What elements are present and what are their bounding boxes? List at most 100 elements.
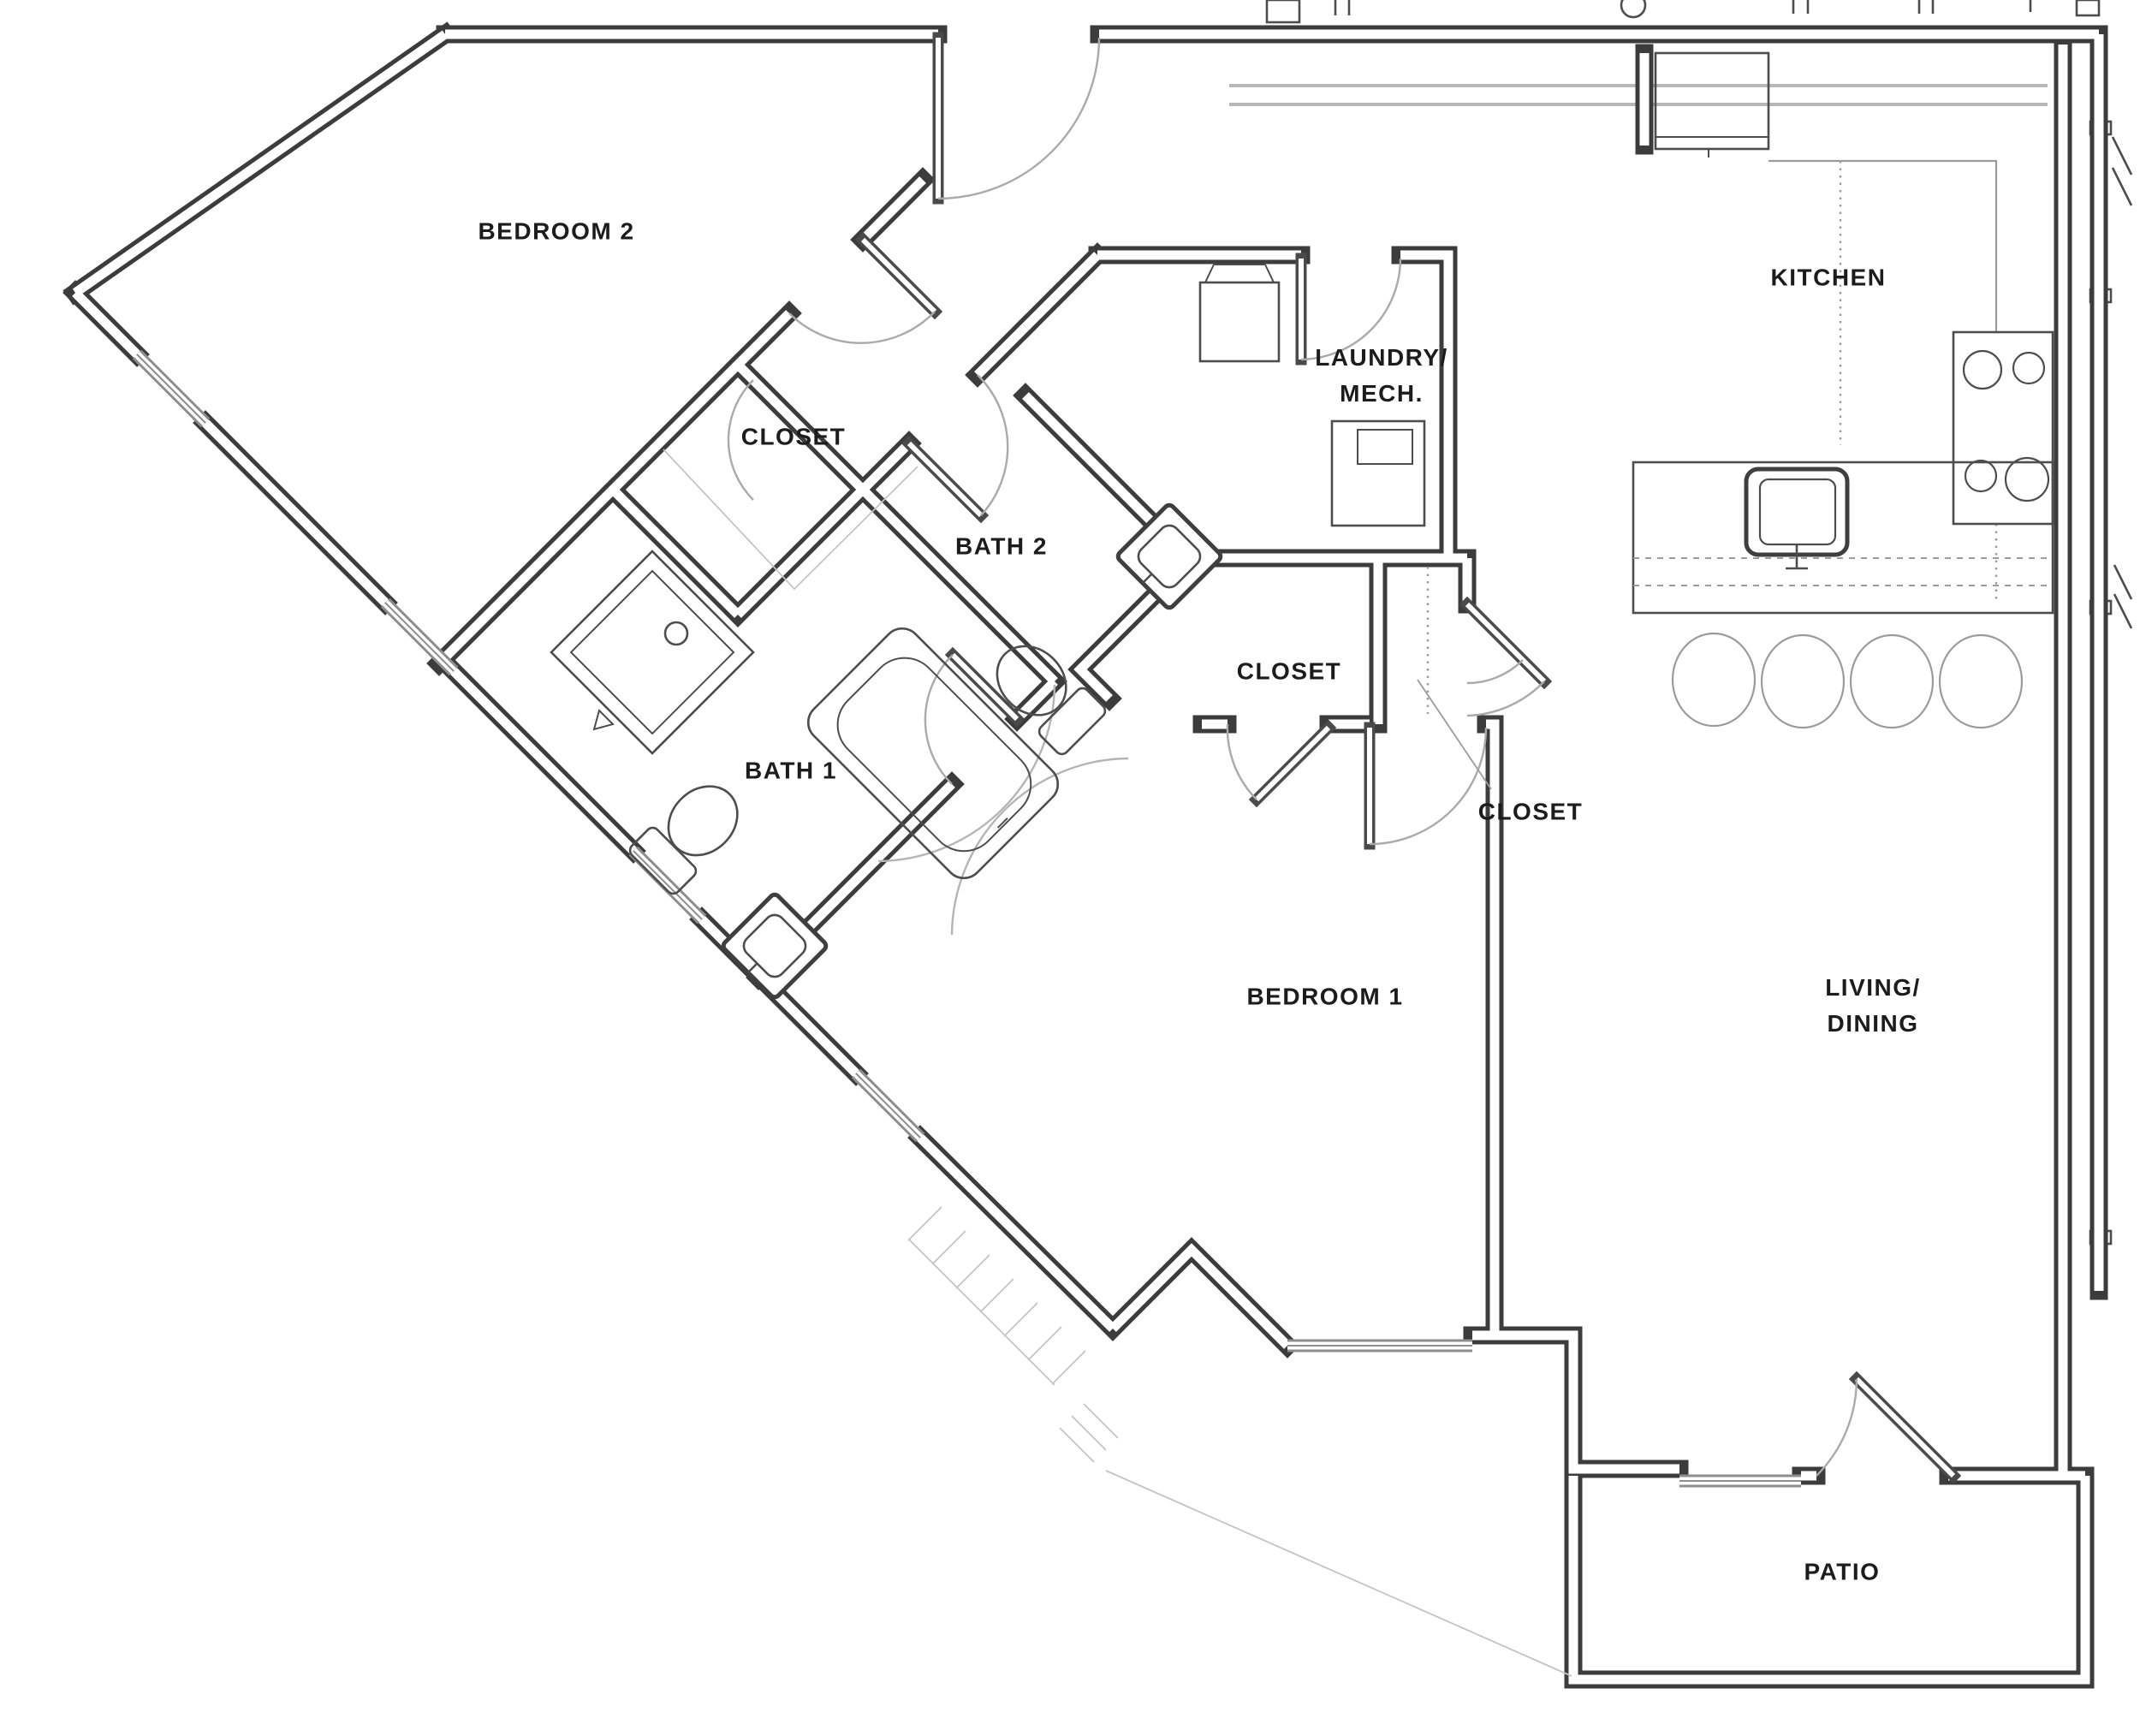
room-labels: BEDROOM 2 CLOSET BATH 2 LAUNDRY/MECH. KI… <box>478 217 1921 1584</box>
refrigerator-icon <box>1654 51 1770 158</box>
cutoff-fixture-marks-right <box>2111 136 2133 629</box>
wall-core <box>1400 250 1453 558</box>
hatch-ticks <box>907 1206 1086 1385</box>
door-swings-layer <box>727 37 1858 1477</box>
counter-edge <box>1768 159 1998 332</box>
bar-stools <box>1671 632 2024 729</box>
room-label-kitchen: KITCHEN <box>1771 264 1887 290</box>
doors-layer <box>854 32 1962 1484</box>
end-ticks <box>1059 1403 1119 1463</box>
toilet-tank <box>628 826 698 895</box>
sink-faucet <box>1786 544 1808 570</box>
stove-burner <box>1964 459 1998 493</box>
cutoff-fixture-box <box>2075 0 2101 17</box>
stove-burner <box>2004 456 2050 502</box>
wall-core <box>859 176 926 243</box>
adjacent-unit-partials <box>1265 0 2133 1246</box>
shower-drain <box>663 621 689 646</box>
wall-core <box>450 668 637 854</box>
bar-stool-icon <box>1671 632 1757 728</box>
toilet-icon <box>628 785 739 895</box>
room-label-bedroom-1: BEDROOM 1 <box>1246 983 1403 1009</box>
window-center-line <box>136 354 206 424</box>
door-swing-icon <box>1816 1378 1858 1477</box>
room-label-bath-1: BATH 1 <box>745 757 837 783</box>
bar-stool-icon <box>1938 633 2024 729</box>
shower-head-mark <box>592 709 615 731</box>
door-swing-icon <box>788 311 936 344</box>
wall-core <box>734 361 866 493</box>
wall-core <box>1568 1476 2090 1685</box>
door-leaf-core <box>1465 602 1547 684</box>
door-swing-icon <box>1466 659 1524 685</box>
stove-icon <box>1952 330 2054 526</box>
room-label-closet-2: CLOSET <box>1237 657 1342 684</box>
toilet-bowl <box>667 785 739 857</box>
vanity-faucet <box>746 962 758 974</box>
cutoff-fixture-knob <box>1620 0 1647 19</box>
wall-core <box>1109 1243 1291 1349</box>
stove-burner <box>1962 349 2003 390</box>
door-leaf-core <box>907 441 984 518</box>
fixtures-layer <box>550 51 2054 1677</box>
door-leaf-core <box>950 652 1019 722</box>
door-swing-icon <box>1226 723 1257 800</box>
room-label-bath-2: BATH 2 <box>955 532 1048 559</box>
door-leaf-core <box>1254 725 1331 802</box>
wall-notch <box>1265 0 1301 24</box>
window-center-line <box>633 850 703 920</box>
wall-core <box>72 289 140 358</box>
kitchen-island-sink-icon <box>1744 467 1850 570</box>
wall-core <box>1486 719 1500 1335</box>
window-center-line <box>855 1073 921 1139</box>
door-leaf-core <box>1854 1376 1956 1478</box>
room-label-living-dining: LIVING/DINING <box>1825 974 1921 1037</box>
water-heater-icon <box>1330 419 1426 527</box>
room-label-laundry-mech: LAUNDRY/MECH. <box>1315 344 1448 407</box>
cutoff-fixture-ticks <box>1334 0 2032 15</box>
fridge-body <box>1654 51 1770 151</box>
room-label-closet-3: CLOSET <box>1478 798 1584 824</box>
wall-core <box>974 324 1029 378</box>
door-swing-icon <box>937 37 1101 200</box>
washer-body <box>1198 281 1281 363</box>
toilet-tank <box>1037 687 1107 756</box>
vanity-counter <box>721 892 829 1000</box>
exterior-hatch <box>907 1206 1572 1677</box>
windows-layer <box>132 349 1801 1488</box>
bathtub-icon <box>806 627 1060 880</box>
vanity-counter <box>1115 502 1223 610</box>
shower-outline <box>550 550 755 755</box>
vanity-sink-icon <box>1115 502 1223 610</box>
tub-outline <box>806 627 1060 880</box>
fridge-door-line <box>1656 136 1768 158</box>
door-swing-icon <box>924 654 954 785</box>
closet-shelf-mark <box>663 449 918 591</box>
door-swing-icon <box>1300 258 1402 361</box>
toilet-bowl <box>996 645 1067 716</box>
washer-icon <box>1198 264 1281 363</box>
wall-core <box>1022 252 1101 330</box>
washer-hookup <box>1204 264 1275 283</box>
shower-inner <box>569 569 735 735</box>
room-label-bedroom-2: BEDROOM 2 <box>478 217 634 244</box>
wall-core <box>1472 1330 1679 1474</box>
bar-stool-icon <box>1849 633 1935 729</box>
wall-core <box>609 486 741 618</box>
door-swing-icon <box>1369 727 1488 846</box>
shower-icon <box>550 550 755 755</box>
wall-core <box>859 440 912 493</box>
island-outline <box>1632 461 2054 615</box>
kitchen-island <box>1632 461 2054 615</box>
room-label-patio: PATIO <box>1804 1558 1881 1584</box>
label-leader-line <box>1417 679 1492 790</box>
tub-drain <box>996 817 1008 829</box>
door-leaf-core <box>860 237 937 314</box>
door-swing-icon <box>1466 681 1545 717</box>
water-heater-body <box>1330 419 1426 527</box>
sight-line <box>1105 1470 1572 1677</box>
door-swing-icon <box>727 379 754 501</box>
wall-core <box>859 486 1058 685</box>
